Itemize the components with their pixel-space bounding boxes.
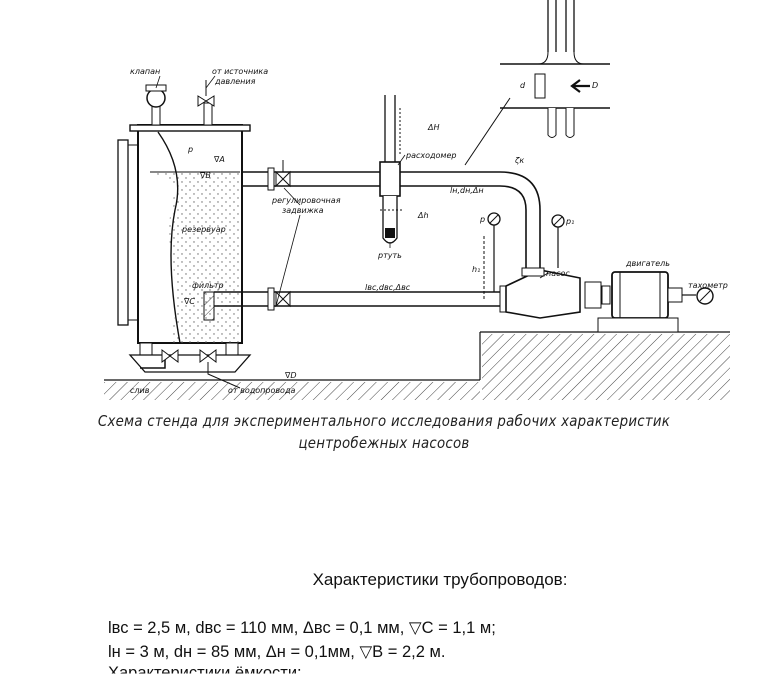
- pipe-specs-suction: lвс = 2,5 м, dвс = 110 мм, Δвс = 0,1 мм,…: [108, 619, 496, 637]
- label-drain: слив: [130, 386, 150, 395]
- drain-valves: [140, 349, 241, 389]
- label-motor: двигатель: [625, 259, 670, 268]
- label-level-c: ∇C: [183, 297, 195, 306]
- tank-specs-heading: Характеристики ёмкости:: [108, 664, 302, 682]
- pipe-specs-discharge: lн = 3 м, dн = 85 мм, Δн = 0,1мм, ▽B = 2…: [108, 643, 446, 661]
- label-flowmeter: расходомер: [405, 151, 456, 160]
- label-gauge-p: p: [479, 215, 485, 224]
- label-control-valve-2: задвижка: [282, 206, 324, 215]
- figure-caption-line1: Схема стенда для экспериментального иссл…: [97, 412, 671, 430]
- label-pump: насос: [546, 269, 570, 278]
- label-mercury: ртуть: [377, 251, 402, 260]
- label-reservoir: резервуар: [181, 225, 226, 234]
- label-gauge-p1: p₁: [565, 217, 574, 226]
- label-delta-h: Δh: [417, 211, 429, 220]
- pressure-gauges: [483, 212, 565, 300]
- label-zeta: ζк: [514, 156, 524, 165]
- figure-caption-line2: центробежных насосов: [298, 434, 470, 452]
- label-control-valve-1: регулировочная: [271, 196, 341, 205]
- label-pressure-p: p: [187, 145, 193, 154]
- discharge-pipe: [242, 160, 541, 270]
- section-title: Характеристики трубопроводов:: [312, 570, 568, 589]
- label-water-supply: от водопровода: [228, 386, 295, 395]
- label-D: D: [592, 81, 598, 90]
- suction-pipe: [214, 285, 507, 313]
- label-pressure-source-2: давления: [214, 77, 256, 86]
- label-level-a: ∇A: [213, 155, 225, 164]
- label-delta-H: ΔH: [427, 123, 440, 132]
- label-suction-pipe: lвс,dвс,Δвс: [365, 283, 411, 292]
- label-discharge-pipe: lн,dн,Δн: [450, 186, 484, 195]
- label-filter: фильтр: [192, 281, 224, 290]
- pump-test-bench-diagram: клапан от источника давления p ∇A ∇B рез…: [104, 0, 730, 400]
- flowmeter: [379, 95, 404, 244]
- label-tachometer: тахометр: [688, 281, 728, 290]
- label-level-b: ∇B: [199, 171, 211, 180]
- label-pressure-source-1: от источника: [212, 67, 268, 76]
- label-d: d: [520, 81, 526, 90]
- label-h1: h₁: [472, 265, 480, 274]
- flowmeter-detail: [464, 0, 610, 166]
- leader-lines: [155, 75, 549, 307]
- label-valve: клапан: [130, 67, 160, 76]
- pump-assembly: [505, 267, 714, 333]
- reservoir: [117, 80, 252, 373]
- label-level-d: ∇D: [284, 371, 297, 380]
- ground: [104, 331, 730, 400]
